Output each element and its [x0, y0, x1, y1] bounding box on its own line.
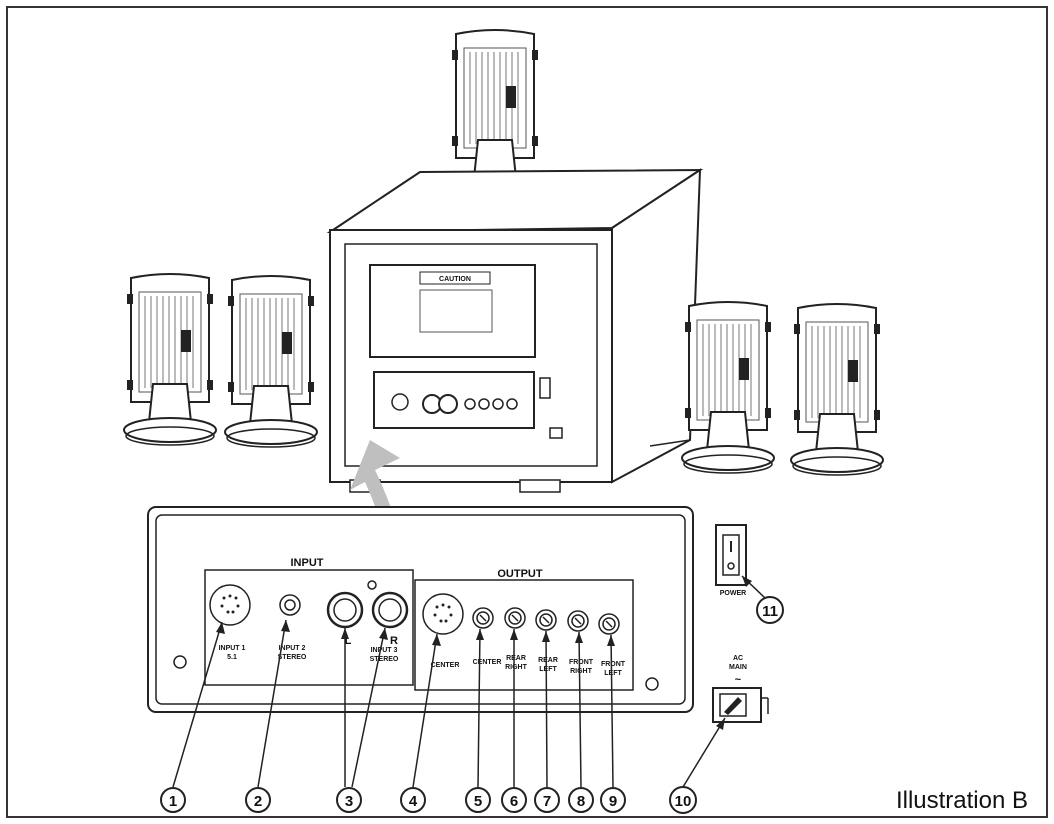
callout-7: 7 [534, 787, 560, 813]
svg-text:11: 11 [762, 603, 778, 620]
svg-text:2: 2 [254, 793, 262, 810]
caution-label: CAUTION [439, 276, 471, 283]
input1-din-jack [209, 584, 251, 626]
ac-main-line2: MAIN [729, 664, 747, 671]
input1-label-line1: INPUT 1 [219, 645, 246, 652]
rear-left-label-line2: LEFT [539, 666, 557, 673]
callout-3: 3 [336, 787, 362, 813]
output-title: OUTPUT [497, 568, 543, 580]
callout-10: 10 [669, 786, 697, 814]
rear-left-satellite-speaker [790, 303, 884, 476]
center-din-jack [422, 593, 464, 635]
rear-right-satellite-speaker [681, 301, 775, 474]
front-right-satellite-speaker [224, 275, 318, 448]
input-section: INPUT INPUT 1 5.1 INPUT 2 STEREO L R INP… [204, 557, 414, 686]
svg-text:10: 10 [675, 793, 692, 810]
svg-text:1: 1 [169, 793, 177, 810]
rear-left-rca-jack [535, 609, 557, 631]
input3-label-line2: STEREO [370, 656, 399, 663]
front-left-satellite-speaker [123, 273, 217, 446]
svg-text:3: 3 [345, 793, 353, 810]
rear-left-label-line1: REAR [538, 657, 558, 664]
front-right-label-line1: FRONT [569, 659, 594, 666]
svg-text:4: 4 [409, 793, 418, 810]
illustration-caption: Illustration B [895, 787, 1028, 814]
callout-6: 6 [501, 787, 527, 813]
center-label: CENTER [473, 659, 502, 666]
ac-symbol: ~ [735, 674, 742, 686]
callout-1: 1 [160, 787, 186, 813]
input2-label-line1: INPUT 2 [279, 645, 306, 652]
front-right-rca-jack [567, 610, 589, 632]
input2-label-line2: STEREO [278, 654, 307, 661]
left-channel-label: L [345, 635, 352, 647]
front-right-label-line2: RIGHT [570, 668, 593, 675]
ac-main-socket: AC MAIN ~ [712, 655, 769, 723]
input1-label-line2: 5.1 [227, 654, 237, 661]
svg-text:7: 7 [543, 793, 551, 810]
callout-2: 2 [245, 787, 271, 813]
input2-stereo-jack [279, 594, 301, 616]
illustration-border [6, 6, 1048, 818]
svg-text:9: 9 [609, 793, 617, 810]
rear-right-label-line2: RIGHT [505, 664, 528, 671]
front-left-label-line2: LEFT [604, 670, 622, 677]
center-rca-jack [472, 607, 494, 629]
front-left-rca-jack [598, 613, 620, 635]
rear-right-rca-jack [504, 607, 526, 629]
center-din-label: CENTER [431, 662, 460, 669]
svg-text:6: 6 [510, 793, 518, 810]
callout-5: 5 [465, 787, 491, 813]
output-section: OUTPUT CENTER CENTER REAR RIGHT REAR LEF… [414, 568, 634, 691]
callout-4: 4 [400, 787, 426, 813]
rear-right-label-line1: REAR [506, 655, 526, 662]
callout-11: 11 [756, 596, 784, 624]
callout-8: 8 [568, 787, 594, 813]
front-left-label-line1: FRONT [601, 661, 626, 668]
input3-label-line1: INPUT 3 [371, 647, 398, 654]
power-switch: POWER [715, 524, 747, 597]
subwoofer-cabinet: CAUTION [326, 168, 704, 493]
ac-main-line1: AC [733, 655, 743, 662]
svg-text:5: 5 [474, 793, 482, 810]
power-label: POWER [720, 590, 746, 597]
callout-9: 9 [600, 787, 626, 813]
input-title: INPUT [291, 557, 324, 569]
callout-leader-lines [172, 575, 766, 788]
right-channel-label: R [390, 635, 398, 647]
svg-text:8: 8 [577, 793, 585, 810]
